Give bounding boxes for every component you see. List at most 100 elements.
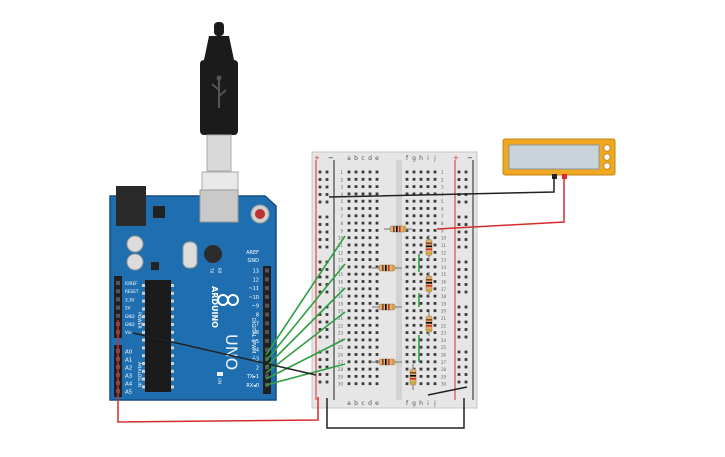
breadboard-hole[interactable] [375,287,379,291]
rail-hole[interactable] [464,230,468,234]
breadboard-hole[interactable] [375,367,379,371]
breadboard-hole[interactable] [419,214,423,218]
digital-pin[interactable] [265,356,269,361]
breadboard-hole[interactable] [405,323,409,327]
breadboard-hole[interactable] [405,236,409,240]
breadboard-hole[interactable] [419,309,423,313]
rail-hole[interactable] [464,305,468,309]
breadboard-hole[interactable] [354,375,358,378]
rail-hole[interactable] [464,313,468,316]
breadboard-hole[interactable] [361,309,365,313]
breadboard-hole[interactable] [433,338,437,342]
rail-hole[interactable] [464,170,468,174]
breadboard-hole[interactable] [433,236,437,240]
breadboard-hole[interactable] [368,229,372,232]
breadboard-hole[interactable] [368,221,372,225]
breadboard-hole[interactable] [433,294,437,298]
digital-pin[interactable] [265,330,269,335]
breadboard-hole[interactable] [375,353,379,356]
breadboard-hole[interactable] [405,170,409,174]
rail-hole[interactable] [318,268,322,271]
rail-hole[interactable] [457,200,461,204]
breadboard-hole[interactable] [361,236,365,240]
breadboard-hole[interactable] [361,360,365,364]
breadboard-hole[interactable] [433,265,437,269]
rail-hole[interactable] [325,185,329,189]
breadboard-hole[interactable] [426,375,430,378]
rail-hole[interactable] [457,313,461,316]
breadboard-hole[interactable] [361,294,365,298]
resistance-icon[interactable] [603,162,611,170]
breadboard-hole[interactable] [354,331,358,334]
breadboard-hole[interactable] [368,214,372,218]
breadboard-hole[interactable] [368,258,372,261]
breadboard-hole[interactable] [419,323,423,327]
breadboard-hole[interactable] [433,287,437,291]
breadboard-hole[interactable] [419,185,423,188]
breadboard-hole[interactable] [426,353,430,356]
breadboard-hole[interactable] [433,375,437,378]
breadboard-hole[interactable] [361,302,365,305]
breadboard-hole[interactable] [419,199,423,203]
breadboard-hole[interactable] [347,302,351,305]
breadboard-hole[interactable] [419,353,423,356]
digital-pin[interactable] [265,303,269,308]
breadboard-hole[interactable] [419,331,423,334]
breadboard-hole[interactable] [433,250,437,254]
rail-hole[interactable] [325,350,329,354]
breadboard-hole[interactable] [354,170,358,174]
breadboard-hole[interactable] [354,192,358,196]
rail-hole[interactable] [325,223,329,226]
rail-hole[interactable] [318,215,322,219]
breadboard-hole[interactable] [405,177,409,181]
breadboard-hole[interactable] [361,367,365,371]
breadboard-hole[interactable] [361,185,365,188]
rail-hole[interactable] [325,238,329,241]
breadboard-hole[interactable] [368,309,372,313]
breadboard-hole[interactable] [347,360,351,364]
digital-pin[interactable] [265,277,269,282]
breadboard-hole[interactable] [433,360,437,364]
breadboard-hole[interactable] [354,250,358,254]
breadboard-hole[interactable] [412,272,416,276]
breadboard-hole[interactable] [433,221,437,225]
rail-hole[interactable] [457,268,461,271]
breadboard-hole[interactable] [368,199,372,203]
rail-hole[interactable] [457,230,461,234]
breadboard-hole[interactable] [412,287,416,291]
rail-hole[interactable] [457,358,461,361]
breadboard-hole[interactable] [419,345,423,349]
breadboard-hole[interactable] [368,323,372,327]
rail-hole[interactable] [464,178,468,181]
breadboard-hole[interactable] [375,323,379,327]
rail-hole[interactable] [318,260,322,264]
breadboard-hole[interactable] [412,323,416,327]
rail-hole[interactable] [318,380,322,384]
breadboard-hole[interactable] [412,192,416,196]
breadboard-hole[interactable] [354,287,358,291]
breadboard-hole[interactable] [361,323,365,327]
breadboard-hole[interactable] [412,331,416,334]
breadboard-hole[interactable] [433,199,437,203]
breadboard-hole[interactable] [405,199,409,203]
rail-hole[interactable] [318,200,322,204]
rail-hole[interactable] [325,245,329,249]
rail-hole[interactable] [325,373,329,376]
breadboard-hole[interactable] [361,345,365,349]
breadboard-hole[interactable] [419,258,423,261]
breadboard-hole[interactable] [426,170,430,174]
power-pin[interactable] [116,313,120,318]
rail-hole[interactable] [325,275,329,279]
breadboard-hole[interactable] [419,272,423,276]
breadboard-hole[interactable] [354,294,358,298]
breadboard-hole[interactable] [433,170,437,174]
breadboard-hole[interactable] [347,214,351,218]
breadboard-hole[interactable] [433,272,437,276]
rail-hole[interactable] [325,328,329,331]
breadboard-hole[interactable] [354,367,358,371]
breadboard-hole[interactable] [405,309,409,313]
breadboard-hole[interactable] [433,309,437,313]
breadboard-hole[interactable] [375,199,379,203]
breadboard-hole[interactable] [347,294,351,298]
breadboard-hole[interactable] [412,309,416,313]
